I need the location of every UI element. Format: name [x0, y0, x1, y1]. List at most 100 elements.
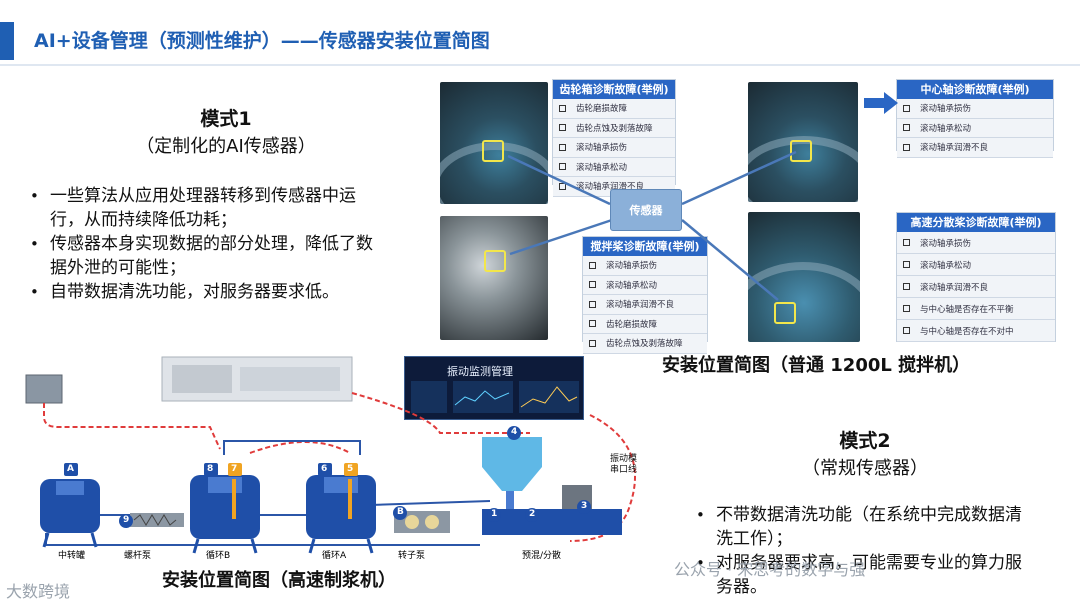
mixer-figure-caption: 安装位置简图（普通 1200L 搅拌机） — [662, 355, 971, 376]
agitator-fault-panel: 搅拌桨诊断故障(举例) 滚动轴承损伤 滚动轴承松动 滚动轴承润滑不良 齿轮磨损故… — [582, 236, 708, 354]
marker-label: A — [67, 464, 74, 474]
checkbox-icon — [559, 143, 566, 151]
checkbox-icon — [903, 124, 910, 132]
sensor-box: 传感器 — [610, 189, 682, 231]
checkbox-icon — [903, 104, 910, 112]
fault-item: 滚动轴承损伤 — [583, 256, 707, 276]
marker-label: 8 — [207, 464, 214, 474]
gearbox-fault-panel: 齿轮箱诊断故障(举例) 齿轮磨损故障 齿轮点蚀及剥落故障 滚动轴承损伤 滚动轴承… — [552, 79, 676, 197]
equipment-label: 中转罐 — [58, 551, 86, 561]
mode2-bullet: 不带数据清洗功能（在系统中完成数据清洗工作）； — [694, 503, 1034, 551]
monitor-screen-title: 振动监测管理 — [447, 365, 513, 378]
fault-item: 滚动轴承润滑不良 — [897, 276, 1055, 298]
marker-label: B — [397, 507, 404, 517]
marker-label: 7 — [231, 464, 238, 474]
gearbox-photo — [440, 82, 548, 204]
checkbox-icon — [589, 320, 596, 328]
watermark-right: 公众号 · 宋思考的数字与强 — [674, 560, 866, 579]
screw-pump-icon — [130, 513, 184, 527]
mode2-title: 模式2 — [839, 430, 891, 452]
fault-item: 滚动轴承松动 — [897, 118, 1053, 138]
checkbox-icon — [903, 283, 910, 290]
checkbox-icon — [589, 281, 596, 289]
sensor-markers — [64, 426, 591, 528]
fault-panel-header: 搅拌桨诊断故障(举例) — [583, 237, 707, 256]
watermark-left: 大数跨境 — [6, 582, 71, 601]
connector-to-gearbox — [507, 154, 611, 206]
marker-label: 1 — [491, 509, 498, 519]
circulation-tank-b-icon — [190, 475, 260, 554]
checkbox-icon — [903, 305, 910, 312]
equipment-label: 转子泵 — [398, 551, 426, 561]
monitor-screen-graphics — [411, 381, 579, 413]
fault-panel-header: 齿轮箱诊断故障(举例) — [553, 80, 675, 99]
fault-panel-header: 高速分散桨诊断故障(举例) — [897, 213, 1055, 232]
checkbox-icon — [559, 124, 566, 132]
fault-item: 齿轮点蚀及剥落故障 — [583, 334, 707, 354]
header-accent-bar — [0, 22, 14, 60]
checkbox-icon — [589, 339, 596, 347]
transfer-tank-icon — [40, 479, 100, 548]
fault-item: 滚动轴承损伤 — [553, 138, 675, 158]
equipment-label: 循环B — [206, 551, 231, 561]
center-shaft-photo — [748, 82, 858, 202]
slurry-process-diagram — [25, 356, 636, 554]
fault-item: 滚动轴承损伤 — [897, 99, 1053, 119]
mode2-bullet: 对服务器要求高，可能需要专业的算力服务器。 — [694, 551, 1034, 599]
serial-line-label: 振动模 串口线 — [610, 454, 638, 475]
high-speed-disperser-photo — [748, 212, 860, 342]
checkbox-icon — [559, 182, 566, 190]
mode1-title: 模式1 — [200, 108, 252, 130]
mode2-subtitle: （常规传感器） — [802, 458, 928, 479]
marker-label: 2 — [529, 509, 536, 519]
premix-disperser-icon — [482, 437, 622, 535]
header-divider — [0, 64, 1080, 66]
checkbox-icon — [589, 261, 596, 269]
fault-item: 滚动轴承松动 — [553, 157, 675, 177]
slurry-figure-caption: 安装位置简图（高速制浆机） — [162, 570, 396, 591]
fault-item: 滚动轴承松动 — [897, 254, 1055, 276]
vibration-monitor-screen: 振动监测管理 — [404, 356, 584, 420]
agitator-photo — [440, 216, 548, 340]
circulation-tank-a-icon — [306, 475, 376, 554]
fault-item: 滚动轴承润滑不良 — [583, 295, 707, 315]
fault-panel-header: 中心轴诊断故障(举例) — [897, 80, 1053, 99]
mode1-subtitle: （定制化的AI传感器） — [136, 136, 316, 157]
fault-item: 与中心轴是否存在不对中 — [897, 320, 1055, 342]
gateway-device-icon — [25, 374, 63, 404]
fault-item: 与中心轴是否存在不平衡 — [897, 298, 1055, 320]
marker-label: 6 — [321, 464, 328, 474]
equipment-label: 螺杆泵 — [124, 551, 152, 561]
checkbox-icon — [589, 300, 596, 308]
fault-item: 齿轮点蚀及剥落故障 — [553, 118, 675, 138]
center-shaft-fault-panel: 中心轴诊断故障(举例) 滚动轴承损伤 滚动轴承松动 滚动轴承润滑不良 — [896, 79, 1054, 158]
high-speed-disperser-fault-panel: 高速分散桨诊断故障(举例) 滚动轴承损伤 滚动轴承松动 滚动轴承润滑不良 与中心… — [896, 212, 1056, 342]
fault-item: 滚动轴承损伤 — [897, 232, 1055, 254]
mode1-bullet-list: 一些算法从应用处理器转移到传感器中运行，从而持续降低功耗； 传感器本身实现数据的… — [28, 184, 388, 304]
equipment-label: 循环A — [322, 551, 347, 561]
checkbox-icon — [559, 163, 566, 171]
fault-item: 齿轮磨损故障 — [553, 99, 675, 119]
checkbox-icon — [903, 239, 910, 246]
checkbox-icon — [559, 104, 566, 112]
rotor-pump-icon — [394, 511, 450, 533]
connector-to-center-shaft — [681, 150, 797, 206]
mode2-bullet-list: 不带数据清洗功能（在系统中完成数据清洗工作）； 对服务器要求高，可能需要专业的算… — [694, 503, 1034, 599]
connector-to-agitator — [509, 218, 613, 256]
center-shaft-arrow-icon — [864, 92, 898, 114]
mode1-bullet: 自带数据清洗功能，对服务器要求低。 — [28, 280, 388, 304]
fault-item: 滚动轴承松动 — [583, 275, 707, 295]
marker-label: 4 — [511, 427, 518, 437]
mode1-bullet: 一些算法从应用处理器转移到传感器中运行，从而持续降低功耗； — [28, 184, 388, 232]
page-title: AI+设备管理（预测性维护）——传感器安装位置简图 — [34, 30, 490, 52]
marker-label: 9 — [123, 515, 130, 525]
connector-to-disperser — [681, 219, 779, 301]
marker-label: 5 — [347, 464, 354, 474]
fault-item: 滚动轴承润滑不良 — [897, 138, 1053, 158]
checkbox-icon — [903, 327, 910, 334]
checkbox-icon — [903, 143, 910, 151]
marker-label: 3 — [581, 501, 588, 511]
checkbox-icon — [903, 261, 910, 268]
mode1-bullet: 传感器本身实现数据的部分处理，降低了数据外泄的可能性； — [28, 232, 388, 280]
